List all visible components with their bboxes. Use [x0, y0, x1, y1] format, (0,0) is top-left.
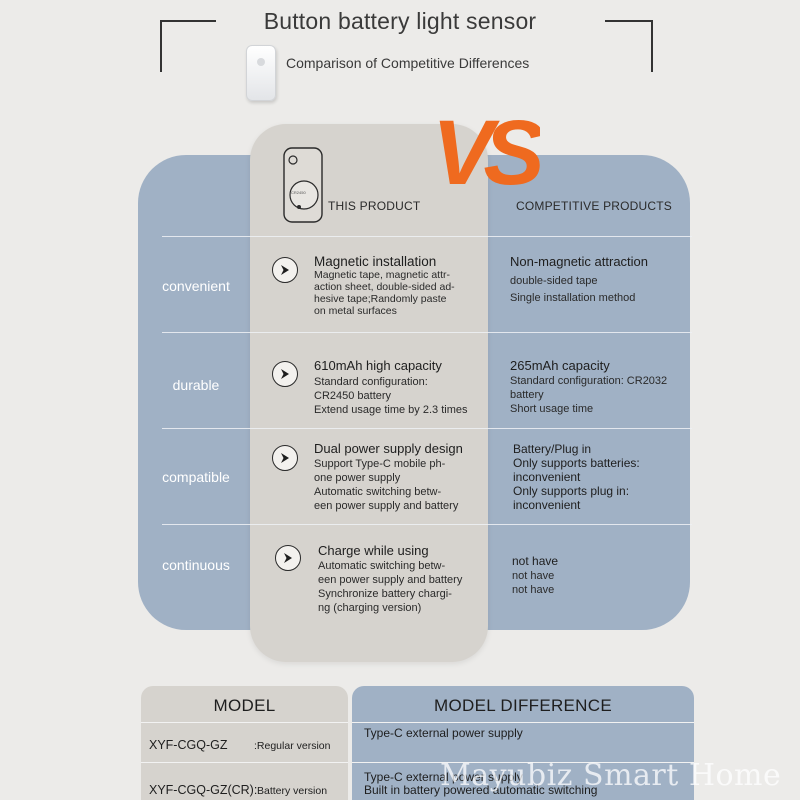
model-divider [141, 722, 348, 723]
category-label-continuous: continuous [162, 557, 230, 573]
title-bracket-left [160, 20, 216, 72]
feature-line: Extend usage time by 2.3 times [314, 404, 468, 416]
competitor-line: Short usage time [510, 403, 594, 415]
vs-text: VS [432, 102, 540, 202]
category-label-convenient: convenient [162, 278, 230, 294]
this-product-heading: THIS PRODUCT [328, 199, 421, 213]
model-difference-heading: MODEL DIFFERENCE [434, 696, 612, 715]
competitor-line: Standard configuration: CR2032 [510, 375, 668, 387]
competitor-title: Non-magnetic attraction [510, 254, 649, 269]
feature-line: CR2450 battery [314, 390, 392, 402]
competitor-line: not have [512, 584, 555, 596]
arrow-right-icon [272, 361, 298, 387]
page-subtitle: Comparison of Competitive Differences [286, 55, 530, 71]
feature-line: Magnetic tape, magnetic attr- [314, 269, 450, 281]
category-label-durable: durable [172, 377, 220, 393]
model-difference-line: Type-C external power supply [364, 770, 523, 784]
competitor-title: 265mAh capacity [510, 358, 610, 373]
feature-line: Automatic switching betw- [318, 560, 446, 572]
model-divider [352, 722, 694, 723]
model-difference-line: Type-C external power supply [364, 726, 523, 740]
model-version: :Regular version [254, 740, 331, 752]
feature-line: ng (charging version) [318, 602, 422, 614]
feature-line: Support Type-C mobile ph- [314, 458, 446, 470]
feature-line: Standard configuration: [314, 376, 428, 388]
competitor-line: inconvenient [513, 498, 581, 512]
feature-line: een power supply and battery [314, 500, 459, 512]
competitor-line: battery [510, 389, 544, 401]
competitor-heading: COMPETITIVE PRODUCTS [516, 199, 673, 213]
arrow-right-icon [275, 545, 301, 571]
sensor-device-icon [283, 147, 323, 223]
vs-logo: VS [432, 102, 540, 202]
model-divider [141, 762, 348, 763]
feature-line: Synchronize battery chargi- [318, 588, 452, 600]
row-divider [162, 428, 692, 429]
competitor-line: Single installation method [510, 292, 636, 304]
page-title: Button battery light sensor [263, 8, 537, 34]
sensor-thumbnail-image [246, 45, 276, 101]
row-divider [162, 236, 692, 237]
feature-title: 610mAh high capacity [314, 358, 442, 373]
row-divider [162, 524, 692, 525]
feature-title: Magnetic installation [314, 254, 437, 269]
competitor-line: Only supports batteries: [513, 456, 640, 470]
feature-title: Charge while using [318, 543, 429, 558]
battery-label: CR2450 [291, 190, 306, 195]
feature-line: one power supply [314, 472, 401, 484]
feature-title: Dual power supply design [314, 441, 463, 456]
model-name: XYF-CGQ-GZ [149, 738, 228, 752]
arrow-right-icon [272, 257, 298, 283]
feature-line: een power supply and battery [318, 574, 463, 586]
feature-line: action sheet, double-sided ad- [314, 281, 455, 293]
row-divider [162, 332, 692, 333]
category-label-compatible: compatible [162, 469, 230, 485]
competitor-line: inconvenient [513, 470, 581, 484]
model-name: XYF-CGQ-GZ(CR): [149, 783, 258, 797]
competitor-line: Only supports plug in: [513, 484, 630, 498]
model-difference-panel [352, 686, 694, 800]
competitor-title: not have [512, 554, 559, 568]
feature-line: on metal surfaces [314, 305, 397, 317]
competitor-title: Battery/Plug in [513, 442, 592, 456]
feature-line: Automatic switching betw- [314, 486, 442, 498]
model-heading: MODEL [213, 696, 276, 715]
model-divider [352, 762, 694, 763]
model-panel [141, 686, 348, 800]
feature-line: hesive tape;Randomly paste [314, 293, 447, 305]
model-version: Battery version [257, 785, 328, 797]
title-bracket-right [605, 20, 653, 72]
competitor-line: not have [512, 570, 555, 582]
model-difference-line: Built in battery powered automatic switc… [364, 783, 598, 797]
competitor-line: double-sided tape [510, 275, 598, 287]
watermark-text: Mayubiz Smart Home [440, 758, 782, 793]
arrow-right-icon [272, 445, 298, 471]
